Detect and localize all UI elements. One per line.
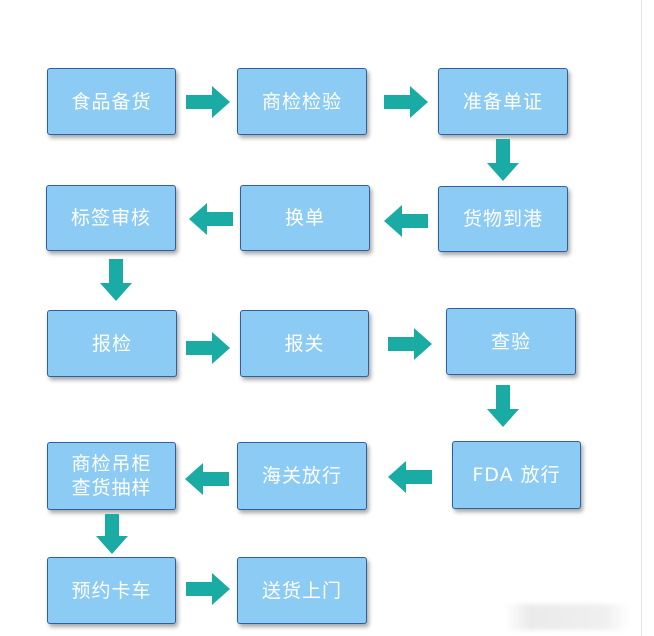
- step-box-commodity-inspection: 商检检验: [237, 68, 367, 135]
- step-box-customs-release: 海关放行: [237, 442, 367, 510]
- step-label: 换单: [284, 207, 325, 229]
- step-label: 查验: [490, 330, 531, 353]
- step-label: 预约卡车: [71, 579, 152, 602]
- arrow-left-icon: [185, 463, 229, 495]
- step-label: 商检检验: [261, 90, 342, 113]
- step-label: 食品备货: [71, 90, 152, 113]
- arrow-left-icon: [384, 205, 428, 237]
- arrow-right-icon: [384, 86, 428, 118]
- step-box-fda-release: FDA 放行: [452, 441, 581, 509]
- arrow-down-icon: [487, 139, 519, 181]
- step-box-inspection-declaration: 报检: [47, 310, 177, 377]
- step-label: 报关: [284, 332, 325, 355]
- arrow-right-icon: [186, 86, 230, 118]
- step-box-book-truck: 预约卡车: [47, 557, 176, 624]
- arrow-right-icon: [388, 328, 432, 360]
- step-label: 准备单证: [462, 90, 543, 113]
- step-box-food-stocking: 食品备货: [47, 68, 176, 135]
- step-box-goods-arrive-port: 货物到港: [438, 186, 568, 252]
- step-label: 报检: [91, 332, 132, 355]
- arrow-left-icon: [189, 203, 233, 235]
- step-box-customs-declaration: 报关: [240, 310, 369, 377]
- step-label: 货物到港: [462, 208, 543, 230]
- blurred-watermark: [505, 604, 630, 630]
- arrow-down-icon: [487, 385, 519, 427]
- arrow-left-icon: [388, 461, 432, 493]
- step-label: 海关放行: [261, 465, 342, 487]
- step-box-label-review: 标签审核: [46, 185, 176, 251]
- step-box-examination: 查验: [446, 308, 576, 375]
- step-box-inspection-sampling: 商检吊柜 查货抽样: [47, 442, 176, 510]
- arrow-right-icon: [186, 332, 230, 364]
- step-box-prepare-documents: 准备单证: [438, 68, 568, 135]
- arrow-down-icon: [100, 259, 132, 301]
- arrow-down-icon: [96, 514, 128, 554]
- step-box-door-delivery: 送货上门: [237, 557, 367, 624]
- arrow-right-icon: [186, 573, 230, 605]
- page-edge-line: [641, 0, 642, 636]
- step-label: 标签审核: [70, 207, 151, 229]
- step-label: 送货上门: [261, 579, 342, 602]
- step-label: FDA 放行: [472, 464, 561, 486]
- step-box-exchange-order: 换单: [240, 185, 370, 251]
- step-label: 商检吊柜 查货抽样: [71, 453, 152, 499]
